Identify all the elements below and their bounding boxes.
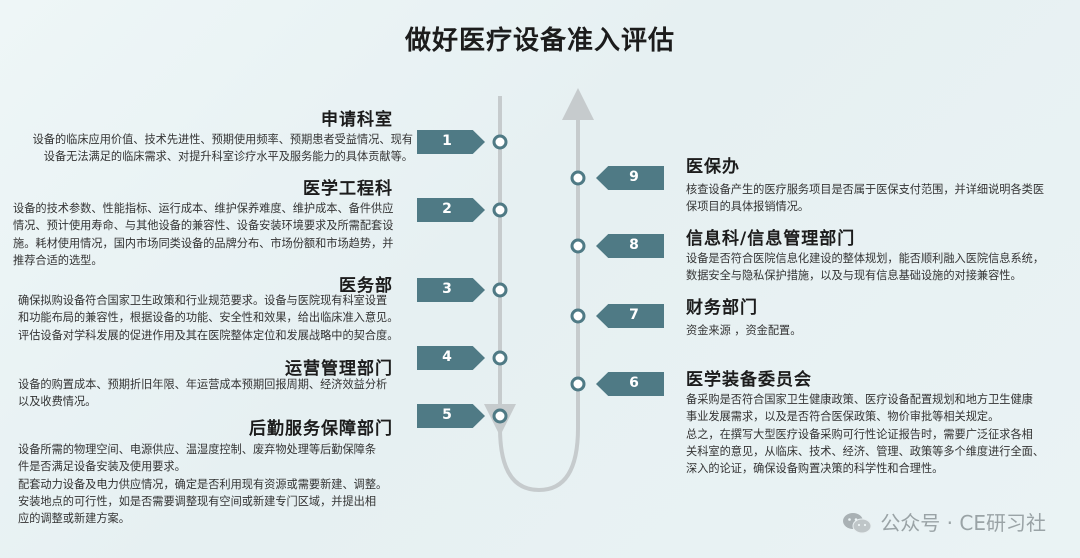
desc-line: 备采购是否符合国家卫生健康政策、医疗设备配置规划和地方卫生健康 xyxy=(686,393,1033,406)
desc-line: 设备的购置成本、预期折旧年限、年运营成本预期回报周期、经济效益分析 xyxy=(18,378,388,391)
step-4-title: 运营管理部门 xyxy=(285,359,393,379)
step-4-node xyxy=(492,350,508,366)
desc-line: 评估设备对学科发展的促进作用及其在医院整体定位和发展战略中的契合度。 xyxy=(18,328,399,342)
step-6-title: 医学装备委员会 xyxy=(686,370,812,390)
desc-line: 确保拟购设备符合国家卫生政策和行业规范要求。设备与医院现有科室设置 xyxy=(18,294,388,307)
desc-line: 情况、预计使用寿命、与其他设备的兼容性、设备安装环境要求及所需配套设 xyxy=(13,219,394,233)
desc-line: 配套动力设备及电力供应情况，确定是否利用现有资源或需要新建、调整。 xyxy=(18,477,388,491)
step-5-node xyxy=(492,408,508,424)
desc-line: 资金来源 ，资金配置。 xyxy=(686,324,802,337)
desc-line: 事业发展需求，以及是否符合医保政策、物价审批等相关规定。 xyxy=(686,410,1000,424)
desc-line: 关科室的意见，从临床、技术、经济、管理、政策等多个维度进行全面、 xyxy=(686,444,1045,458)
desc-line: 总之，在撰写大型医疗设备采购可行性论证报告时，需要广泛征求各相 xyxy=(686,427,1033,441)
step-number: 2 xyxy=(442,201,452,217)
step-number: 4 xyxy=(442,349,452,365)
step-2-desc: 设备的技术参数、性能指标、运行成本、维护保养难度、维护成本、备件供应 情况、预计… xyxy=(13,200,413,269)
step-2-title: 医学工程科 xyxy=(303,179,393,199)
step-3-node xyxy=(492,282,508,298)
step-8-node xyxy=(570,238,586,254)
step-number: 1 xyxy=(442,133,452,149)
step-8-title: 信息科/信息管理部门 xyxy=(686,229,856,249)
step-7-arrow: 7 xyxy=(596,304,664,328)
watermark-text: 公众号 · CE研习社 xyxy=(880,511,1046,535)
desc-line: 以及收费情况。 xyxy=(18,395,97,409)
desc-line: 设备的临床应用价值、技术先进性、预期使用频率、预期患者受益情况、现有 xyxy=(32,133,413,146)
step-6-node xyxy=(570,376,586,392)
wechat-icon xyxy=(843,513,872,534)
step-9-desc: 核查设备产生的医疗服务项目是否属于医保支付范围，并详细说明各类医 保项目的具体报… xyxy=(686,181,1066,216)
desc-line: 设备是否符合医院信息化建设的整体规划，能否顺利融入医院信息系统， xyxy=(686,252,1045,265)
step-5-desc: 设备所需的物理空间、电源供应、温湿度控制、废弃物处理等后勤保障条 件是否满足设备… xyxy=(18,441,413,527)
desc-line: 深入的论证，确保设备购置决策的科学性和合理性。 xyxy=(686,462,944,476)
step-4-desc: 设备的购置成本、预期折旧年限、年运营成本预期回报周期、经济效益分析 以及收费情况… xyxy=(18,376,413,411)
desc-line: 安装地点的可行性，如是否需要调整现有空间或新建专门区域，并提出相 xyxy=(18,494,377,508)
step-4-arrow: 4 xyxy=(417,346,485,370)
desc-line: 保项目的具体报销情况。 xyxy=(686,200,810,214)
step-1-arrow: 1 xyxy=(417,130,485,154)
step-6-desc: 备采购是否符合国家卫生健康政策、医疗设备配置规划和地方卫生健康 事业发展需求，以… xyxy=(686,391,1066,477)
step-number: 3 xyxy=(442,281,452,297)
step-2-arrow: 2 xyxy=(417,198,485,222)
step-number: 6 xyxy=(629,375,639,391)
step-number: 7 xyxy=(629,307,639,323)
step-5-arrow: 5 xyxy=(417,404,485,428)
desc-line: 和功能布局的兼容性，根据设备的功能、安全性和效果，给出临床准入意见。 xyxy=(18,311,399,325)
step-7-title: 财务部门 xyxy=(686,298,758,318)
desc-line: 设备的技术参数、性能指标、运行成本、维护保养难度、维护成本、备件供应 xyxy=(13,202,394,215)
step-5-title: 后勤服务保障部门 xyxy=(249,419,393,439)
desc-line: 施。耗材使用情况，国内市场同类设备的品牌分布、市场份额和市场趋势，并 xyxy=(13,236,394,250)
step-8-desc: 设备是否符合医院信息化建设的整体规划，能否顺利融入医院信息系统， 数据安全与隐私… xyxy=(686,250,1066,285)
step-1-title: 申请科室 xyxy=(321,110,393,130)
step-8-arrow: 8 xyxy=(596,234,664,258)
step-number: 9 xyxy=(629,169,639,185)
step-7-node xyxy=(570,308,586,324)
step-1-desc: 设备的临床应用价值、技术先进性、预期使用频率、预期患者受益情况、现有 设备无法满… xyxy=(18,131,413,166)
step-7-desc: 资金来源 ，资金配置。 xyxy=(686,322,1066,339)
step-9-node xyxy=(570,170,586,186)
step-9-title: 医保办 xyxy=(686,157,740,177)
desc-line: 件是否满足设备安装及使用要求。 xyxy=(18,460,186,474)
desc-line: 设备无法满足的临床需求、对提升科室诊疗水平及服务能力的具体贡献等。 xyxy=(43,150,413,164)
step-3-title: 医务部 xyxy=(339,276,393,296)
step-number: 5 xyxy=(442,407,452,423)
step-3-desc: 确保拟购设备符合国家卫生政策和行业规范要求。设备与医院现有科室设置 和功能布局的… xyxy=(18,292,418,344)
desc-line: 核查设备产生的医疗服务项目是否属于医保支付范围，并详细说明各类医 xyxy=(686,183,1045,196)
step-3-arrow: 3 xyxy=(417,278,485,302)
step-1-node xyxy=(492,134,508,150)
desc-line: 数据安全与隐私保护措施，以及与现有信息基础设施的对接兼容性。 xyxy=(686,269,1022,283)
desc-line: 推荐合适的选型。 xyxy=(13,253,103,267)
watermark: 公众号 · CE研习社 xyxy=(842,507,1046,536)
step-2-node xyxy=(492,202,508,218)
step-6-arrow: 6 xyxy=(596,372,664,396)
step-9-arrow: 9 xyxy=(596,166,664,190)
step-number: 8 xyxy=(629,237,639,253)
flow-curve xyxy=(498,427,580,493)
desc-line: 设备所需的物理空间、电源供应、温湿度控制、废弃物处理等后勤保障条 xyxy=(18,443,377,456)
page-title: 做好医疗设备准入评估 xyxy=(404,26,675,56)
desc-line: 应的调整或新建方案。 xyxy=(18,512,130,526)
